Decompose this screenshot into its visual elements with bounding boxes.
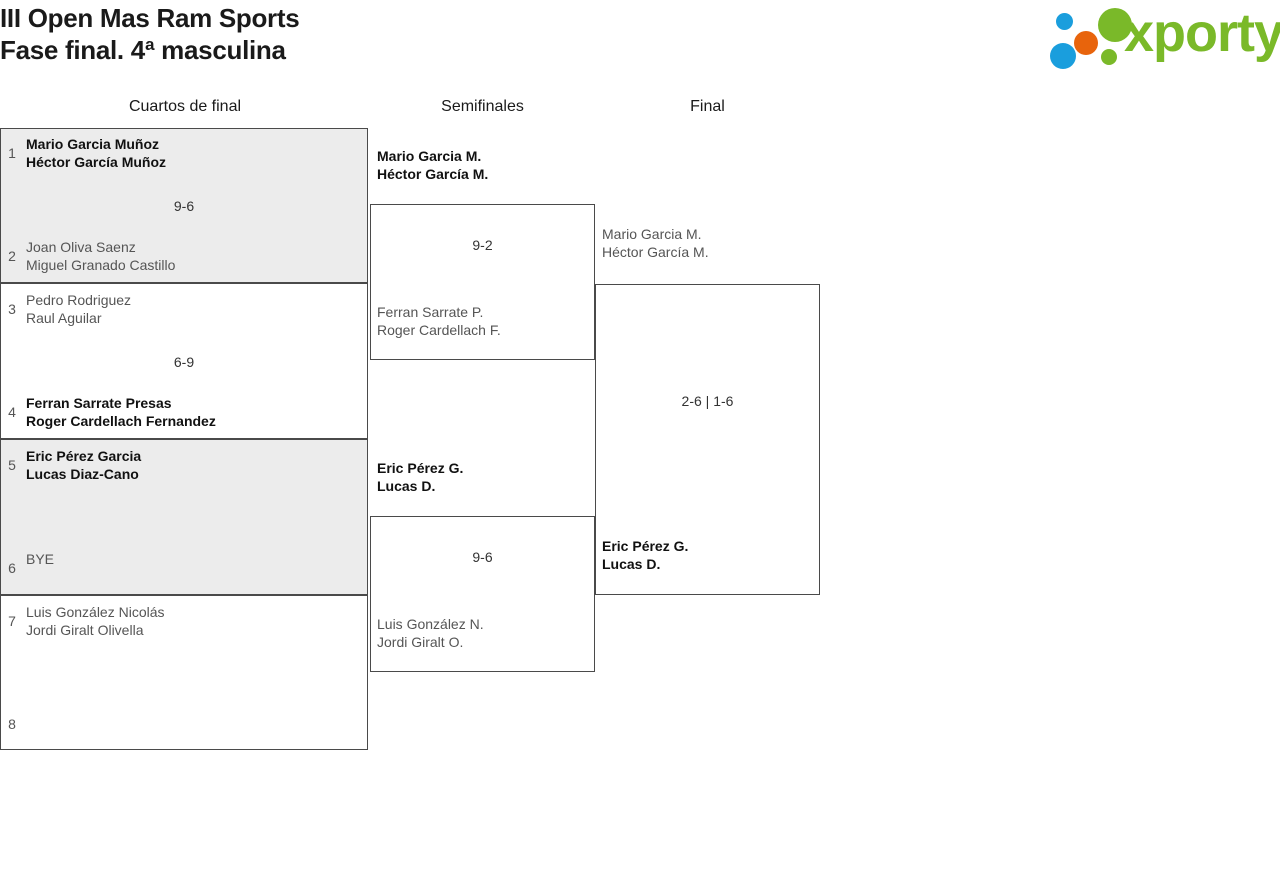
player-name: Roger Cardellach Fernandez bbox=[26, 413, 216, 429]
page-header: III Open Mas Ram Sports Fase final. 4ª m… bbox=[0, 0, 1280, 80]
player-name: Mario Garcia Muñoz bbox=[26, 136, 160, 152]
match-score-semifinal-1: 9-2 bbox=[472, 237, 493, 253]
bracket-slot-seed-3[interactable]: 3 Pedro Rodriguez Raul Aguilar bbox=[0, 291, 360, 327]
match-box-quarterfinal-2[interactable] bbox=[0, 283, 368, 439]
logo-dot-green-large bbox=[1098, 8, 1132, 42]
bracket-slot-seed-1[interactable]: 1 Mario Garcia Muñoz Héctor García Muñoz bbox=[0, 135, 360, 171]
team-names: Luis González N. Jordi Giralt O. bbox=[370, 615, 595, 651]
match-box-quarterfinal-1[interactable] bbox=[0, 128, 368, 283]
bracket-slot-seed-8[interactable]: 8 bbox=[0, 706, 360, 733]
bracket-slot-seed-2[interactable]: 2 Joan Oliva Saenz Miguel Granado Castil… bbox=[0, 238, 360, 274]
player-name: Mario Garcia M. bbox=[377, 148, 482, 164]
player-name: Eric Pérez Garcia bbox=[26, 448, 142, 464]
player-name: Eric Pérez G. bbox=[602, 538, 689, 554]
bracket-slot-semifinal-1-top[interactable]: Mario Garcia M. Héctor García M. bbox=[370, 147, 595, 183]
round-header-semifinals: Semifinales bbox=[441, 98, 524, 115]
tournament-title-block: III Open Mas Ram Sports Fase final. 4ª m… bbox=[0, 2, 800, 66]
player-name: Lucas D. bbox=[377, 478, 436, 494]
bracket-slot-final-top[interactable]: Mario Garcia M. Héctor García M. bbox=[595, 225, 820, 261]
page-title: III Open Mas Ram Sports bbox=[0, 3, 300, 33]
seed-number: 6 bbox=[8, 560, 16, 576]
match-box-quarterfinal-3[interactable] bbox=[0, 439, 368, 595]
round-header-quarterfinals: Cuartos de final bbox=[128, 98, 242, 115]
logo-wordmark: xporty bbox=[1124, 3, 1280, 63]
page-subtitle: Fase final. 4ª masculina bbox=[0, 35, 286, 65]
xporty-logo[interactable]: xporty bbox=[1050, 3, 1280, 69]
match-box-semifinal-2[interactable] bbox=[370, 516, 595, 672]
match-score-final: 2-6 | 1-6 bbox=[681, 393, 734, 409]
match-score-semifinal-2: 9-6 bbox=[472, 549, 493, 565]
player-name: Joan Oliva Saenz bbox=[26, 239, 136, 255]
bracket-slot-semifinal-2-top[interactable]: Eric Pérez G. Lucas D. bbox=[370, 459, 595, 495]
team-names: Joan Oliva Saenz Miguel Granado Castillo bbox=[24, 238, 360, 274]
player-name: Lucas Diaz-Cano bbox=[26, 466, 139, 482]
seed-number: 4 bbox=[8, 404, 16, 420]
team-names: Luis González Nicolás Jordi Giralt Olive… bbox=[24, 603, 360, 639]
match-box-semifinal-1[interactable] bbox=[370, 204, 595, 360]
bracket-slot-final-bottom[interactable]: Eric Pérez G. Lucas D. bbox=[595, 537, 820, 573]
team-names: BYE bbox=[24, 550, 360, 568]
player-name: Ferran Sarrate P. bbox=[377, 304, 484, 320]
player-name: Mario Garcia M. bbox=[602, 226, 702, 242]
player-name: Luis González N. bbox=[377, 616, 484, 632]
player-name: Roger Cardellach F. bbox=[377, 322, 501, 338]
seed-number: 2 bbox=[8, 248, 16, 264]
player-name: BYE bbox=[26, 551, 55, 567]
bracket-slot-seed-4[interactable]: 4 Ferran Sarrate Presas Roger Cardellach… bbox=[0, 394, 360, 430]
team-names: Eric Pérez G. Lucas D. bbox=[370, 459, 595, 495]
player-name: Jordi Giralt O. bbox=[377, 634, 464, 650]
player-name: Eric Pérez G. bbox=[377, 460, 464, 476]
bracket-slot-semifinal-2-bottom[interactable]: Luis González N. Jordi Giralt O. bbox=[370, 615, 595, 651]
logo-dot-blue-large bbox=[1050, 43, 1076, 69]
team-names: Eric Pérez Garcia Lucas Diaz-Cano bbox=[24, 447, 360, 483]
player-name: Pedro Rodriguez bbox=[26, 292, 132, 308]
player-name: Héctor García M. bbox=[377, 166, 489, 182]
player-name: Jordi Giralt Olivella bbox=[26, 622, 144, 638]
seed-number: 8 bbox=[8, 716, 16, 732]
team-names: Mario Garcia M. Héctor García M. bbox=[595, 225, 820, 261]
match-score-quarterfinal-2: 6-9 bbox=[173, 354, 195, 370]
seed-number: 1 bbox=[8, 145, 16, 161]
team-names: Ferran Sarrate Presas Roger Cardellach F… bbox=[24, 394, 360, 430]
player-name: Héctor García Muñoz bbox=[26, 154, 167, 170]
team-names: Eric Pérez G. Lucas D. bbox=[595, 537, 820, 573]
match-box-quarterfinal-4[interactable] bbox=[0, 595, 368, 750]
match-score-quarterfinal-1: 9-6 bbox=[173, 198, 195, 214]
team-names: Ferran Sarrate P. Roger Cardellach F. bbox=[370, 303, 595, 339]
player-name: Luis González Nicolás bbox=[26, 604, 165, 620]
player-name: Lucas D. bbox=[602, 556, 661, 572]
seed-number: 5 bbox=[8, 457, 16, 473]
team-names: Mario Garcia Muñoz Héctor García Muñoz bbox=[24, 135, 360, 171]
match-box-final[interactable] bbox=[595, 284, 820, 595]
player-name: Miguel Granado Castillo bbox=[26, 257, 176, 273]
team-names: Mario Garcia M. Héctor García M. bbox=[370, 147, 595, 183]
logo-dot-blue-small bbox=[1056, 13, 1073, 30]
bracket-slot-seed-5[interactable]: 5 Eric Pérez Garcia Lucas Diaz-Cano bbox=[0, 447, 360, 483]
bracket-slot-seed-6[interactable]: 6 BYE bbox=[0, 550, 360, 577]
round-header-final: Final bbox=[690, 98, 725, 115]
player-name: Raul Aguilar bbox=[26, 310, 102, 326]
player-name: Ferran Sarrate Presas bbox=[26, 395, 172, 411]
bracket-slot-semifinal-1-bottom[interactable]: Ferran Sarrate P. Roger Cardellach F. bbox=[370, 303, 595, 339]
logo-dot-green-small bbox=[1101, 49, 1117, 65]
seed-number: 7 bbox=[8, 613, 16, 629]
team-names: Pedro Rodriguez Raul Aguilar bbox=[24, 291, 360, 327]
logo-dot-orange bbox=[1074, 31, 1098, 55]
bracket-slot-seed-7[interactable]: 7 Luis González Nicolás Jordi Giralt Oli… bbox=[0, 603, 360, 639]
seed-number: 3 bbox=[8, 301, 16, 317]
player-name: Héctor García M. bbox=[602, 244, 709, 260]
